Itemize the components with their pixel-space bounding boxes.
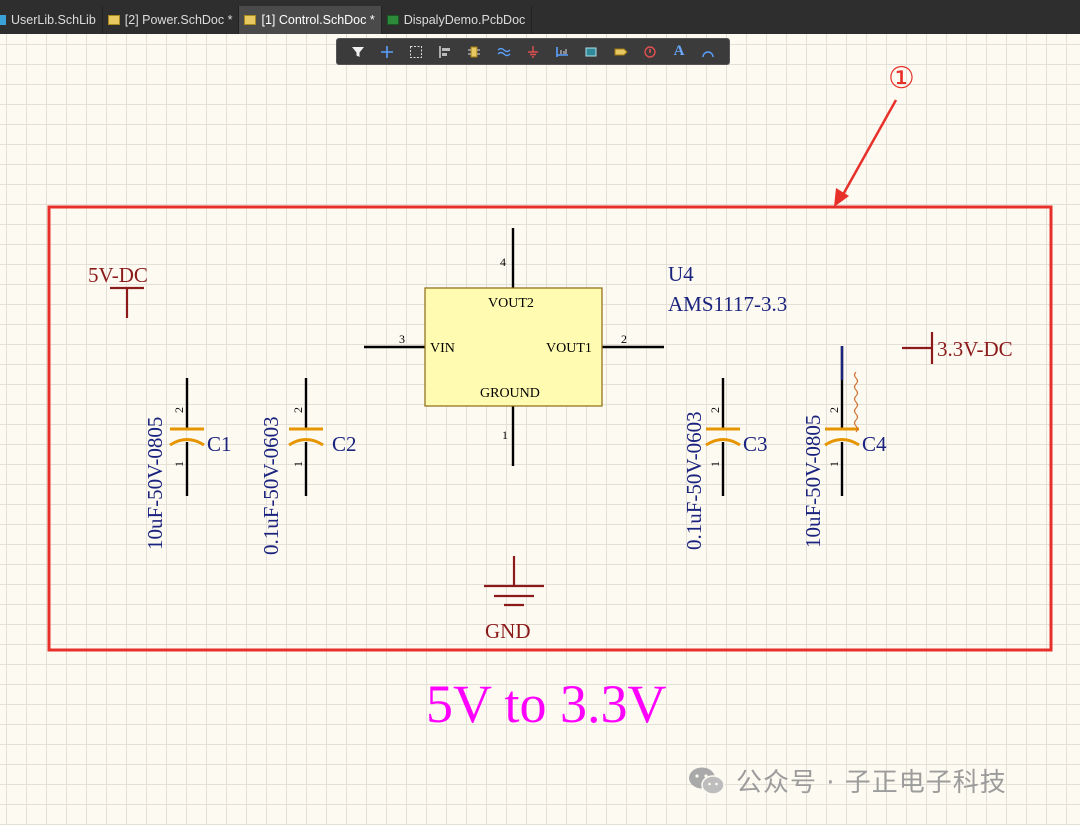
power-port-3v3[interactable]: [902, 332, 934, 364]
svg-text:1: 1: [172, 461, 186, 467]
circuit-title-note[interactable]: 5V to 3.3V: [426, 674, 667, 734]
c4-designator[interactable]: C4: [862, 432, 887, 456]
no-erc-icon[interactable]: [641, 43, 659, 61]
annotation-marker: ①: [888, 61, 915, 96]
svg-text:1: 1: [827, 461, 841, 467]
tab-label: UserLib.SchLib: [11, 13, 96, 27]
u4-pin-name-vout2: VOUT2: [488, 296, 534, 311]
schlib-icon: [0, 15, 6, 25]
tab-userlib[interactable]: UserLib.SchLib: [0, 6, 103, 34]
u4-pin1-number: 1: [502, 428, 508, 442]
u4-comment[interactable]: AMS1117-3.3: [668, 292, 787, 316]
capacitor-c2[interactable]: 2 1: [288, 378, 324, 496]
pcbdoc-icon: [386, 15, 399, 25]
c2-designator[interactable]: C2: [332, 432, 357, 456]
c4-value[interactable]: 10uF-50V-0805: [801, 415, 825, 548]
port-icon[interactable]: [612, 43, 630, 61]
svg-text:2: 2: [291, 407, 305, 413]
tab-label: [1] Control.SchDoc *: [261, 13, 375, 27]
active-bar-toolbar: A: [336, 38, 730, 65]
text-tool-glyph: A: [673, 43, 685, 59]
arc-icon[interactable]: [699, 43, 717, 61]
net-label-3v3[interactable]: 3.3V-DC: [937, 337, 1013, 361]
tab-control-schdoc[interactable]: [1] Control.SchDoc *: [239, 6, 382, 34]
svg-text:1: 1: [708, 461, 722, 467]
u4-pin4-number: 4: [500, 255, 506, 269]
align-icon[interactable]: [436, 43, 454, 61]
net-label-5v[interactable]: 5V-DC: [88, 263, 148, 287]
c4-selection-marker: [853, 371, 859, 433]
tab-pcbdoc[interactable]: DispalyDemo.PcbDoc: [382, 6, 533, 34]
u4-pin2-number: 2: [621, 332, 627, 346]
schdoc-icon: [244, 15, 257, 25]
part-icon[interactable]: [465, 43, 483, 61]
tab-label: DispalyDemo.PcbDoc: [403, 13, 526, 27]
svg-text:2: 2: [172, 407, 186, 413]
highlight-frame[interactable]: [47, 205, 1053, 652]
u4-body[interactable]: [424, 287, 603, 407]
u4-pin-name-ground: GROUND: [480, 386, 540, 401]
sheet-symbol-icon[interactable]: [582, 43, 600, 61]
bus-icon[interactable]: [553, 43, 571, 61]
text-icon[interactable]: A: [670, 43, 688, 61]
u4-pin-name-vin: VIN: [430, 341, 455, 356]
select-rect-icon[interactable]: [407, 43, 425, 61]
svg-text:2: 2: [827, 407, 841, 413]
annotation-arrow-head: [834, 188, 849, 207]
c1-value[interactable]: 10uF-50V-0805: [143, 417, 167, 550]
capacitor-c4[interactable]: 2 1: [824, 346, 860, 496]
wechat-icon: [689, 767, 725, 795]
power-port-gnd[interactable]: [484, 556, 544, 607]
capacitor-c1[interactable]: 2 1: [169, 378, 205, 496]
power-port-5v[interactable]: [110, 286, 144, 318]
u4-designator[interactable]: U4: [668, 262, 694, 286]
tab-power-schdoc[interactable]: [2] Power.SchDoc *: [103, 6, 240, 34]
svg-text:2: 2: [708, 407, 722, 413]
u4-pin3-number: 3: [399, 332, 405, 346]
capacitor-c3[interactable]: 2 1: [705, 378, 741, 496]
u4-pin-name-vout1: VOUT1: [546, 341, 592, 356]
c3-designator[interactable]: C3: [743, 432, 768, 456]
net-label-gnd[interactable]: GND: [485, 619, 531, 643]
tab-label: [2] Power.SchDoc *: [124, 13, 233, 27]
c1-designator[interactable]: C1: [207, 432, 232, 456]
svg-text:1: 1: [291, 461, 305, 467]
wire-icon[interactable]: [495, 43, 513, 61]
document-tab-bar: UserLib.SchLib [2] Power.SchDoc * [1] Co…: [0, 0, 1080, 34]
watermark-text: 公众号 · 子正电子科技: [736, 768, 1007, 798]
c3-value[interactable]: 0.1uF-50V-0603: [682, 411, 706, 550]
cross-icon[interactable]: [378, 43, 396, 61]
schdoc-icon: [107, 15, 120, 25]
filter-icon[interactable]: [349, 43, 367, 61]
c2-value[interactable]: 0.1uF-50V-0603: [259, 416, 283, 555]
watermark: 公众号 · 子正电子科技: [688, 762, 1007, 799]
annotation-arrow: [838, 99, 898, 201]
ground-icon[interactable]: [524, 43, 542, 61]
